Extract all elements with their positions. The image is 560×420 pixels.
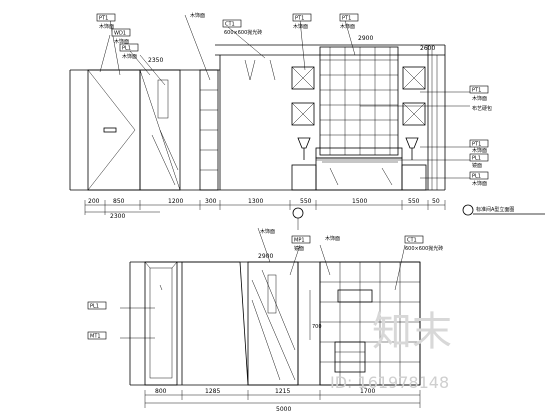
- watermark-id: ID: 161978148: [330, 373, 449, 392]
- note-e: 600×600抛光砖: [224, 29, 262, 36]
- top-elevation: 200 850 1200 300 1300 550 1500 550 50 23…: [69, 12, 545, 230]
- tag-pl1-d: PL1: [90, 304, 99, 310]
- tag-pt1-a: PT1: [99, 16, 108, 22]
- note-k: 镜面: [472, 162, 482, 169]
- watermark: 知末 ID: 161978148: [330, 309, 452, 392]
- dim-top-6: 1500: [352, 198, 367, 205]
- note-j: 木饰面: [472, 147, 487, 154]
- dim-top-3: 300: [205, 198, 217, 205]
- note-f: 木饰面: [293, 23, 308, 30]
- note-h: 木饰面: [472, 95, 487, 102]
- top-dim-upper-2: 2600: [420, 45, 435, 52]
- note-a: 木饰面: [99, 23, 114, 30]
- tag-pl1-a: PL1: [122, 46, 131, 52]
- dim-top-2: 1200: [168, 198, 183, 205]
- bottom-dim-upper: 2900: [258, 253, 273, 260]
- top-dim-upper-0: 2350: [148, 57, 163, 64]
- dim-top-8: 50: [432, 198, 440, 205]
- tag-pl1-c: PL1: [472, 174, 481, 180]
- note-o: 木饰面: [325, 235, 340, 242]
- tag-mp1: MP1: [294, 238, 305, 244]
- note-i: 布艺硬包: [472, 105, 492, 112]
- tag-wd1: WD1: [114, 31, 126, 37]
- dim-bottom-total: 5000: [276, 406, 291, 413]
- watermark-logo: 知末: [372, 309, 452, 355]
- note-n: 镜面: [294, 245, 304, 252]
- tag-pl1-b: PL1: [472, 156, 481, 162]
- note-c: 木饰面: [122, 53, 137, 60]
- tag-pt1-d: PT1: [472, 88, 481, 94]
- note-l: 木饰面: [472, 180, 487, 187]
- tag-pt1-e: PT1: [472, 142, 481, 148]
- note-d: 木饰面: [190, 12, 205, 19]
- note-b: 木饰面: [114, 38, 129, 45]
- dim-top-0: 200: [88, 198, 100, 205]
- dim-top-4: 1300: [248, 198, 263, 205]
- top-elevation-title: 标准间A型立面图: [476, 206, 514, 213]
- tag-ct1-b: CT1: [407, 238, 417, 244]
- top-dim-upper-1: 2900: [358, 35, 373, 42]
- tag-pt1-b: PT1: [295, 16, 304, 22]
- tag-pt1-c: PT1: [342, 16, 351, 22]
- bottom-elevation: 700 2900 木饰面 MP1 镜面 木饰面: [87, 227, 443, 413]
- dim-bottom-2: 1215: [275, 388, 290, 395]
- tag-ct1: CT1: [225, 22, 235, 28]
- dim-bottom-0: 800: [155, 388, 167, 395]
- note-m: 木饰面: [260, 228, 275, 235]
- dim-bottom-3: 1700: [360, 388, 375, 395]
- dim-top-1: 850: [113, 198, 125, 205]
- dim-top-total: 2300: [110, 213, 125, 220]
- dim-top-5: 550: [300, 198, 312, 205]
- note-p: 600×600抛光砖: [405, 245, 443, 252]
- tag-mt1: MT1: [90, 334, 101, 340]
- dim-bottom-1: 1285: [205, 388, 220, 395]
- dim-top-7: 550: [408, 198, 420, 205]
- note-g: 木饰面: [340, 23, 355, 30]
- bottom-dim-side: 700: [312, 324, 322, 330]
